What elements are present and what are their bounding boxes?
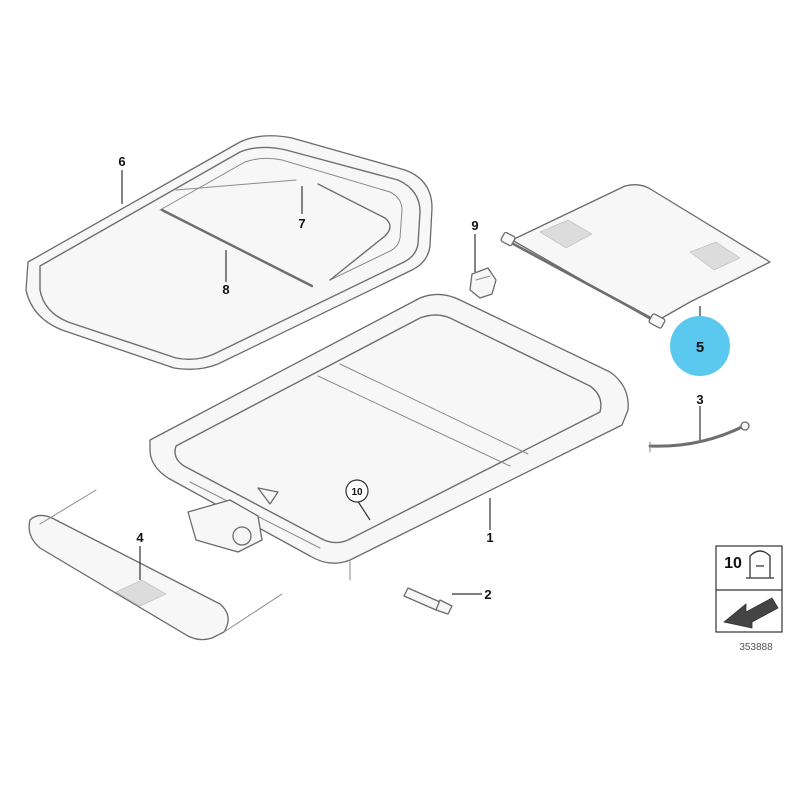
part-7-seal-strip[interactable] bbox=[317, 183, 391, 281]
arrow-icon bbox=[723, 597, 779, 629]
callout-5-highlight bbox=[670, 316, 730, 376]
callout-6: 6 bbox=[118, 154, 125, 169]
callout-1: 1 bbox=[486, 530, 493, 545]
legend-number: 10 bbox=[724, 555, 742, 572]
callout-7: 7 bbox=[298, 216, 305, 231]
part-9-clip[interactable] bbox=[469, 267, 497, 299]
part-1-main-frame[interactable] bbox=[149, 293, 629, 581]
callout-3: 3 bbox=[696, 392, 703, 407]
part-8-rubber-strip[interactable] bbox=[160, 208, 314, 288]
callout-4: 4 bbox=[136, 530, 144, 545]
part-4-wind-deflector[interactable] bbox=[28, 489, 283, 641]
part-5-sun-blind[interactable] bbox=[500, 184, 771, 329]
part-3-drain-hose[interactable] bbox=[648, 421, 750, 453]
callout-10-circle bbox=[345, 479, 369, 503]
callout-9: 9 bbox=[471, 218, 478, 233]
callout-2: 2 bbox=[484, 587, 491, 602]
callout-5: 5 bbox=[696, 339, 704, 356]
callout-10: 10 bbox=[351, 487, 363, 498]
callout-labels: 6 7 8 9 3 1 4 2 10 5 bbox=[118, 154, 730, 602]
reference-number: 353888 bbox=[739, 642, 773, 653]
legend-part-10: 10 353888 bbox=[715, 545, 783, 653]
part-2-bolt[interactable] bbox=[403, 587, 453, 615]
leader-lines bbox=[121, 170, 701, 595]
part-6-frame-seal[interactable] bbox=[25, 135, 433, 370]
callout-8: 8 bbox=[222, 282, 229, 297]
clip-icon bbox=[746, 550, 774, 579]
